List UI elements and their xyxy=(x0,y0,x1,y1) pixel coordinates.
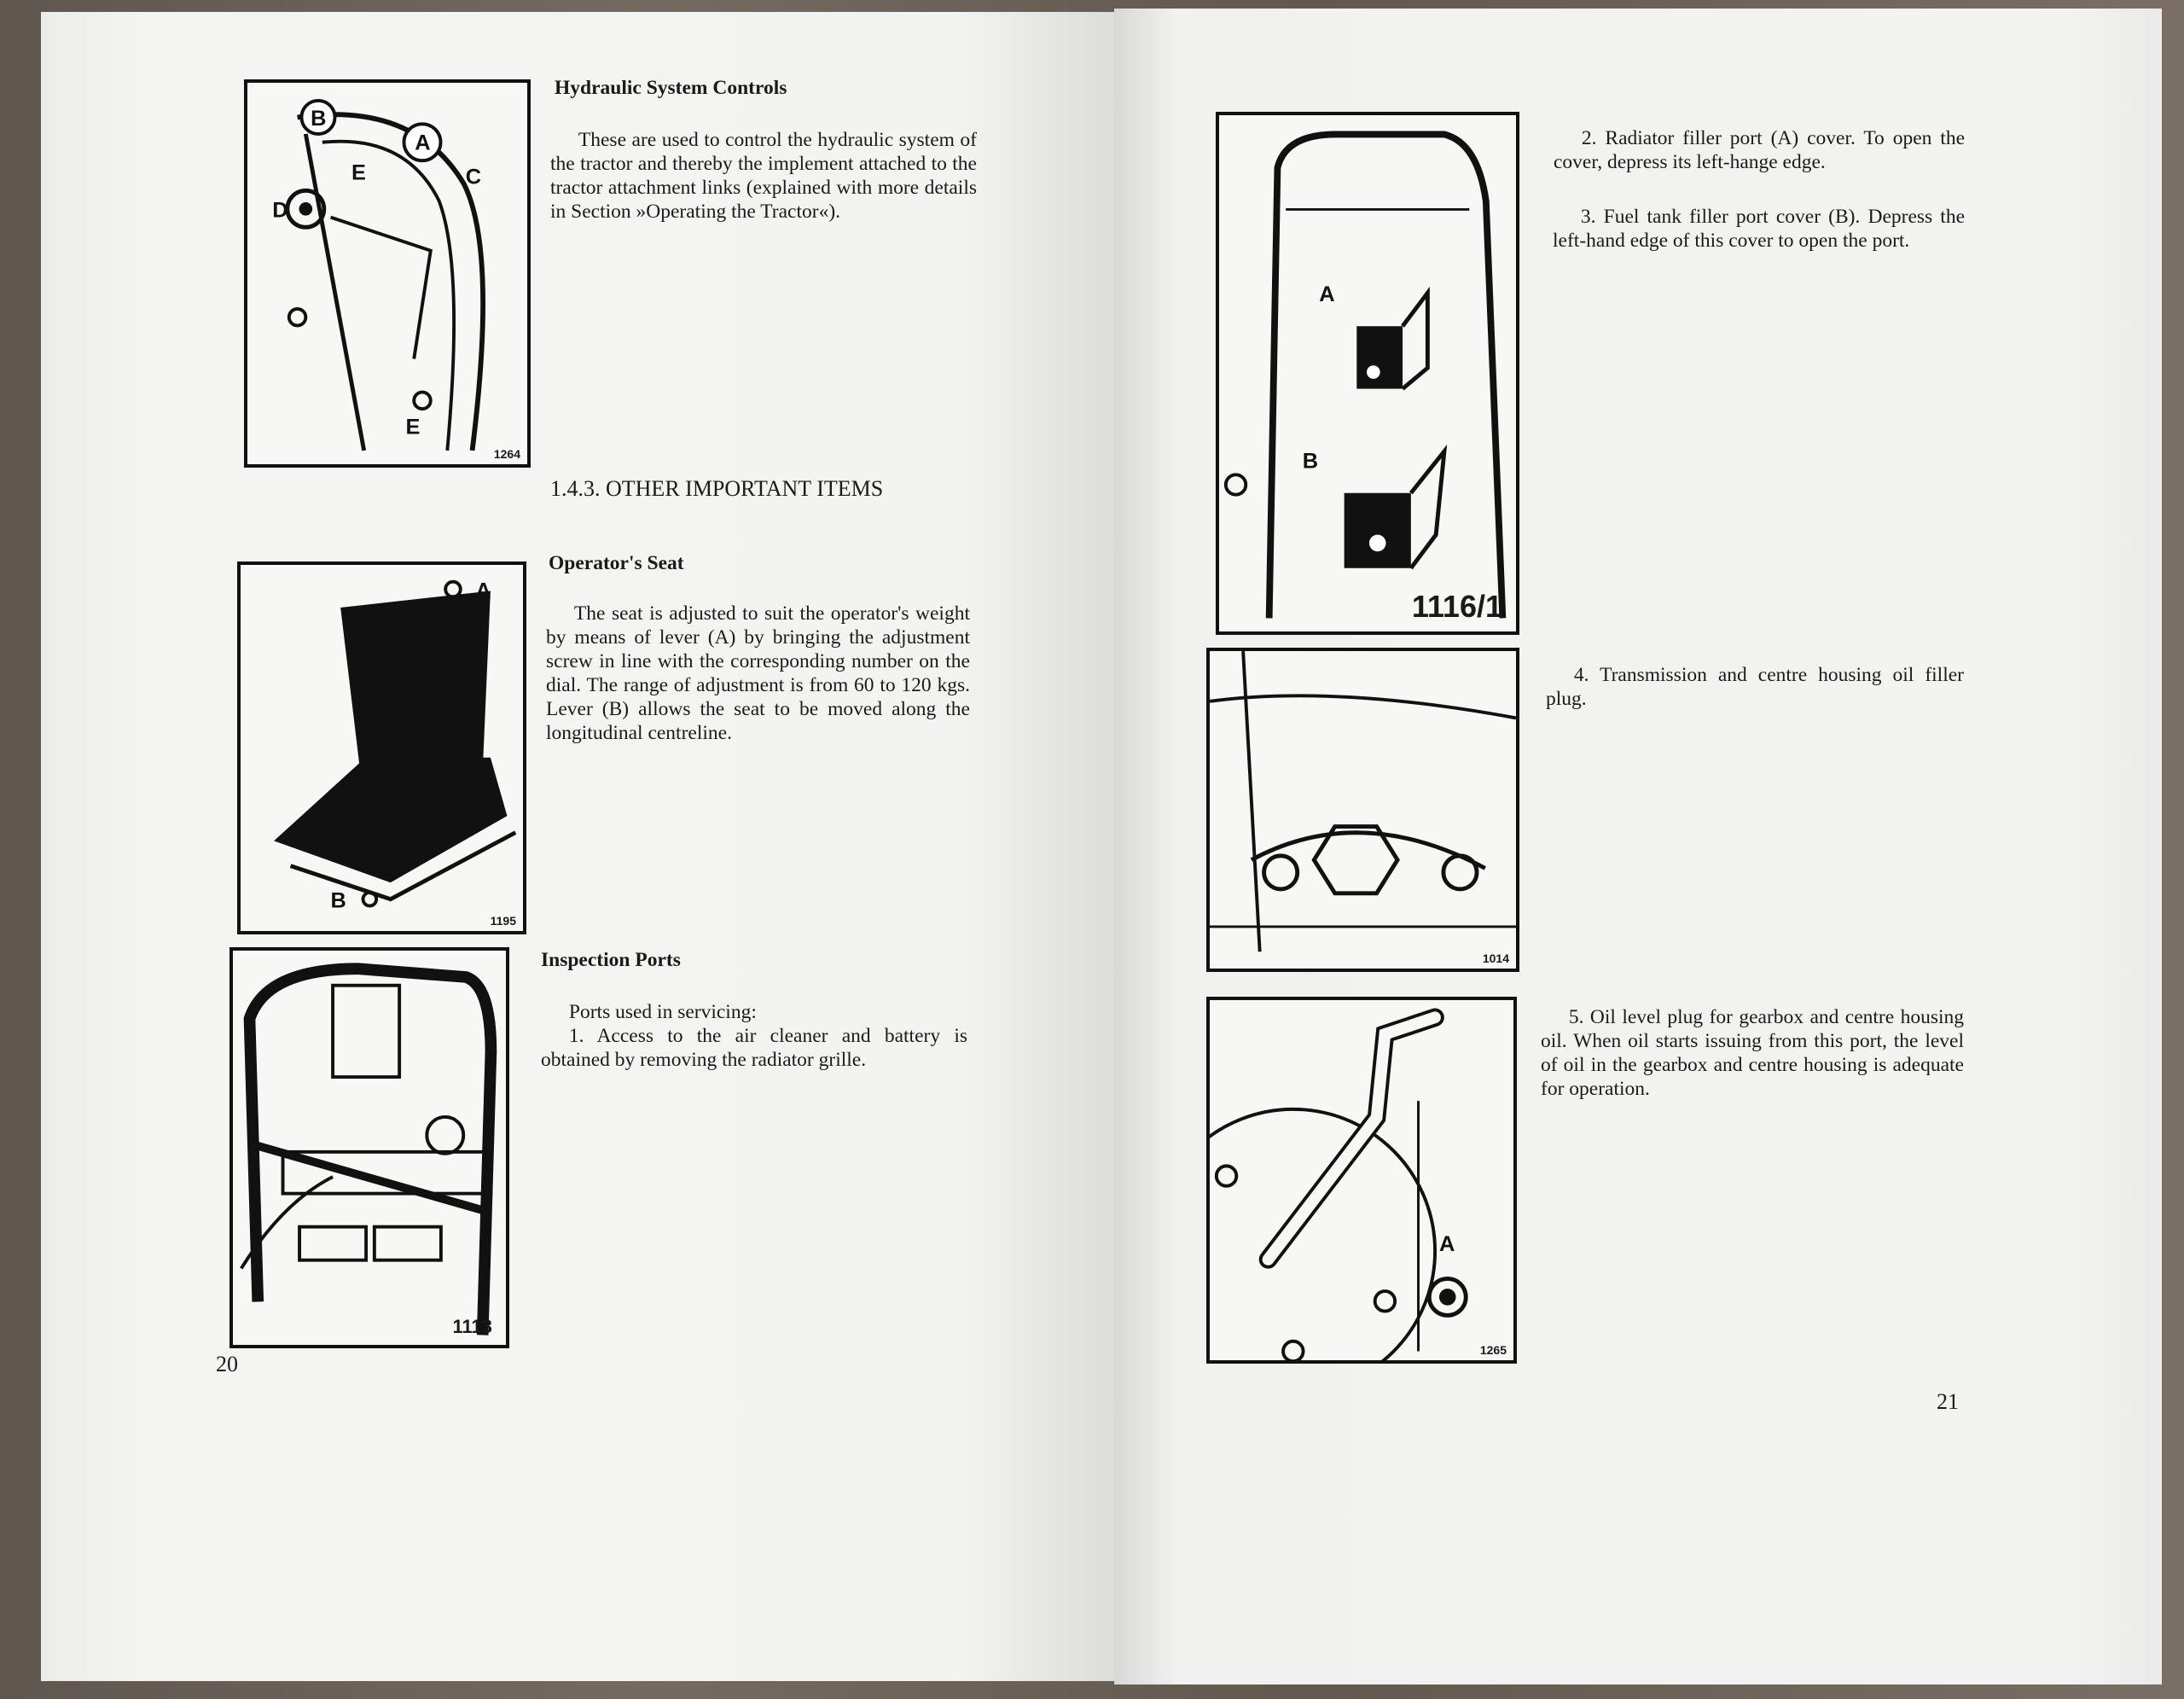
figure-label: E xyxy=(405,415,420,439)
figure-number: 1264 xyxy=(493,447,520,461)
figure-label: E xyxy=(351,161,366,185)
page-number-left: 20 xyxy=(216,1352,238,1376)
figure-hydraulic-controls: B A C E D E 1264 xyxy=(244,79,531,468)
figure-inspection-grille: 1113 xyxy=(229,947,509,1348)
seat-title: Operator's Seat xyxy=(549,552,684,574)
figure-number: 1265 xyxy=(1479,1343,1507,1357)
seat-illustration: A B xyxy=(274,579,517,912)
figure-label: A xyxy=(415,131,430,155)
figure-oil-level-plug: A 1265 xyxy=(1206,997,1517,1364)
item-2: 2. Radiator filler port (A) cover. To op… xyxy=(1554,126,1965,174)
item-3-text: 3. Fuel tank filler port cover (B). Depr… xyxy=(1553,206,1965,252)
figure-label: B xyxy=(1303,449,1318,473)
oil-level-plug-illustration: A xyxy=(1210,1008,1468,1360)
hydraulic-body: These are used to control the hydraulic … xyxy=(550,128,977,224)
item-3: 3. Fuel tank filler port cover (B). Depr… xyxy=(1553,205,1965,253)
figure-label: B xyxy=(311,107,326,131)
figure-number: 1195 xyxy=(490,914,516,928)
figure-oil-filler-plug: 1014 xyxy=(1206,648,1519,972)
figure-label: A xyxy=(1319,282,1334,306)
section-heading: 1.4.3. OTHER IMPORTANT ITEMS xyxy=(550,476,884,501)
hydraulic-paragraph: These are used to control the hydraulic … xyxy=(550,129,977,223)
left-page xyxy=(41,12,1118,1681)
item-4-text: 4. Transmission and centre housing oil f… xyxy=(1546,664,1964,710)
seat-paragraph: The seat is adjusted to suit the operato… xyxy=(546,602,970,744)
figure-label: A xyxy=(475,579,491,602)
inspection-title: Inspection Ports xyxy=(541,949,681,971)
figure-label: D xyxy=(272,199,288,223)
figure-label: C xyxy=(466,166,481,189)
filler-ports-illustration: A B xyxy=(1223,131,1507,619)
seat-body: The seat is adjusted to suit the operato… xyxy=(546,602,970,745)
figure-number: 1116/1 xyxy=(1411,589,1502,624)
item-4: 4. Transmission and centre housing oil f… xyxy=(1546,663,1964,711)
page-number-right: 21 xyxy=(1937,1389,1959,1414)
item-5-text: 5. Oil level plug for gearbox and centre… xyxy=(1541,1006,1964,1100)
radiator-grille-illustration xyxy=(240,963,497,1335)
hydraulic-title: Hydraulic System Controls xyxy=(555,77,787,99)
figure-number: 1113 xyxy=(452,1316,492,1337)
figure-operator-seat: A B 1195 xyxy=(237,561,526,934)
figure-number: 1014 xyxy=(1482,951,1509,965)
figure-label: A xyxy=(1439,1232,1455,1256)
item-2-text: 2. Radiator filler port (A) cover. To op… xyxy=(1554,127,1965,173)
inspection-body: Ports used in servicing: 1. Access to th… xyxy=(541,1000,967,1072)
oil-filler-plug-illustration xyxy=(1210,651,1516,952)
inspection-item-1: 1. Access to the air cleaner and battery… xyxy=(541,1025,967,1071)
item-5: 5. Oil level plug for gearbox and centre… xyxy=(1541,1005,1964,1101)
figure-label: B xyxy=(330,888,346,912)
hydraulic-lever-illustration: B A C E D E xyxy=(272,98,486,451)
figure-filler-ports: A B 1116/1 xyxy=(1216,112,1519,635)
inspection-intro: Ports used in servicing: xyxy=(568,1001,757,1023)
